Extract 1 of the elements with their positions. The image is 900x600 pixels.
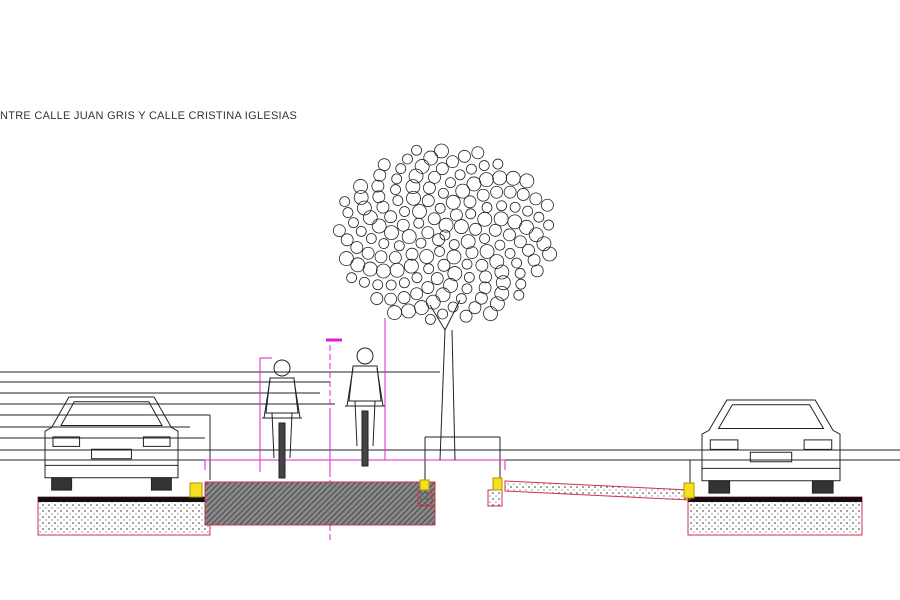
drawing-title: NTRE CALLE JUAN GRIS Y CALLE CRISTINA IGLESIAS — [0, 109, 298, 124]
